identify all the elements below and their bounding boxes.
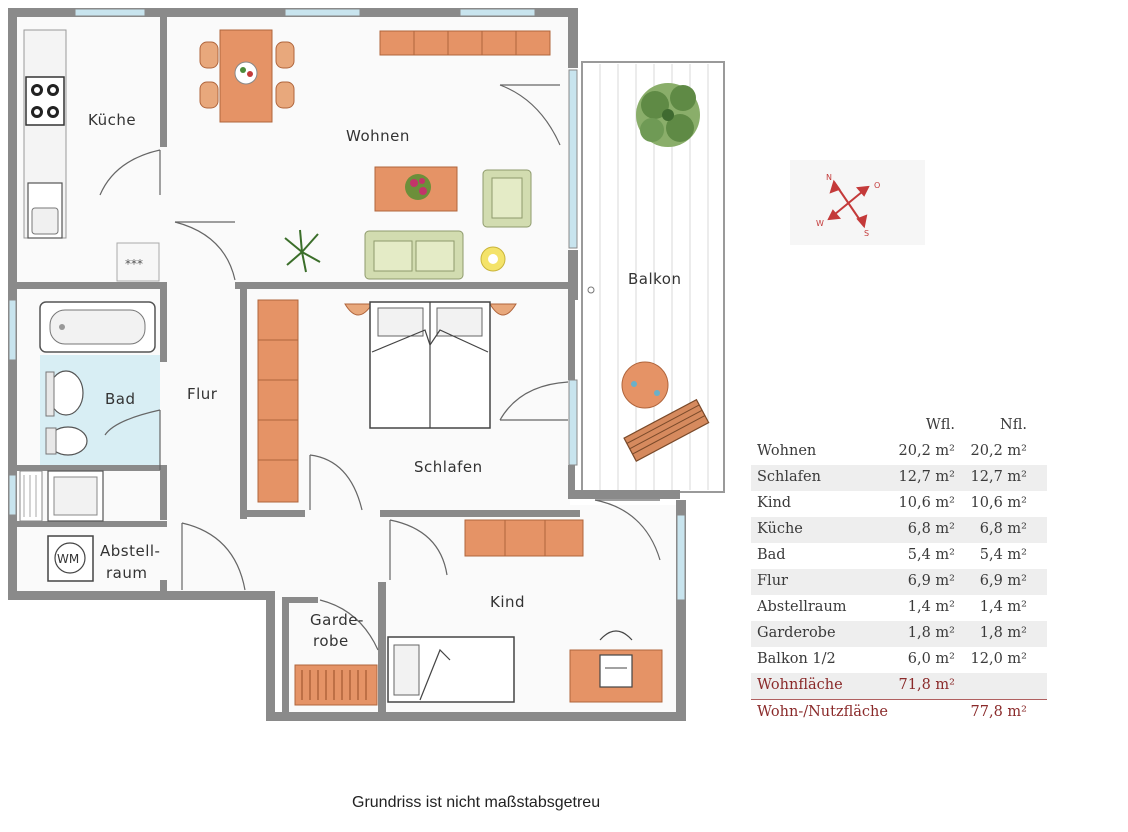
label-abstell-1: Abstell-	[100, 542, 160, 560]
row-name: Küche	[757, 521, 803, 537]
table-row: Küche 6,8 m² 6,8 m²	[751, 517, 1047, 543]
label-wohnen: Wohnen	[346, 127, 410, 145]
room-labels: Küche Wohnen Balkon Bad Flur Schlafen Ab…	[88, 111, 682, 650]
row-wfl: 1,4 m²	[907, 599, 955, 615]
label-bad: Bad	[105, 390, 136, 408]
compass-o: O	[874, 181, 880, 190]
table-row: Abstellraum 1,4 m² 1,4 m²	[751, 595, 1047, 621]
stove	[25, 76, 65, 126]
plant-wohnen	[284, 229, 321, 273]
washing-machine: WM	[47, 535, 94, 582]
row-nfl: 6,8 m²	[979, 521, 1027, 537]
compass: N O S W	[790, 160, 925, 245]
label-abstell-2: raum	[106, 564, 147, 582]
row-name: Schlafen	[757, 469, 821, 485]
floor-plan: ***	[8, 8, 925, 721]
plant-balkon	[636, 83, 700, 147]
wohnflaeche-value: 71,8 m²	[898, 677, 955, 693]
row-wfl: 5,4 m²	[907, 547, 955, 563]
row-wfl: 6,9 m²	[907, 573, 955, 589]
row-nfl: 5,4 m²	[979, 547, 1027, 563]
col-wfl: Wfl.	[925, 417, 955, 433]
shelf-kind	[464, 519, 584, 557]
nutzflaeche-row: Wohn-/Nutzfläche 77,8 m²	[751, 699, 1047, 726]
row-name: Garderobe	[757, 625, 836, 641]
label-flur: Flur	[187, 385, 218, 403]
desk-chair	[599, 654, 633, 688]
compass-n: N	[826, 173, 832, 182]
row-wfl: 6,0 m²	[907, 651, 955, 667]
fruit-bowl	[234, 61, 258, 85]
row-wfl: 20,2 m²	[898, 443, 955, 459]
row-name: Wohnen	[757, 443, 817, 459]
wm-label: WM	[57, 552, 79, 566]
label-balkon: Balkon	[628, 270, 682, 288]
doors	[99, 84, 661, 651]
row-nfl: 20,2 m²	[970, 443, 1027, 459]
wardrobe-schlafen	[257, 299, 299, 503]
balcony-bench	[623, 398, 710, 462]
balcony-table	[621, 361, 669, 409]
balcony-furniture	[587, 286, 710, 462]
row-name: Kind	[757, 495, 792, 511]
row-nfl: 12,0 m²	[970, 651, 1027, 667]
bathroom-fixtures	[19, 301, 156, 522]
row-nfl: 1,8 m²	[979, 625, 1027, 641]
table-row: Kind 10,6 m² 10,6 m²	[751, 491, 1047, 517]
nutzflaeche-label: Wohn-/Nutzfläche	[757, 704, 888, 720]
scale-disclaimer: Grundriss ist nicht maßstabsgetreu	[352, 794, 601, 811]
kids-furniture	[387, 519, 663, 703]
row-nfl: 10,6 m²	[970, 495, 1027, 511]
row-name: Abstellraum	[757, 599, 847, 615]
bedroom-furniture	[257, 299, 517, 503]
row-nfl: 6,9 m²	[979, 573, 1027, 589]
fridge	[116, 242, 160, 282]
compass-s: S	[864, 229, 869, 238]
nutzflaeche-value: 77,8 m²	[970, 704, 1027, 720]
col-nfl: Nfl.	[1000, 417, 1027, 433]
compass-w: W	[816, 219, 824, 228]
area-table: Wfl. Nfl. Wohnen 20,2 m² 20,2 m² Schlafen 1…	[751, 413, 1047, 726]
table-row: Balkon 1/2 6,0 m² 12,0 m²	[751, 647, 1047, 673]
row-wfl: 12,7 m²	[898, 469, 955, 485]
row-wfl: 10,6 m²	[898, 495, 955, 511]
label-kueche: Küche	[88, 111, 136, 129]
row-name: Bad	[757, 547, 786, 563]
wohnflaeche-row: Wohnfläche 71,8 m²	[751, 673, 1047, 699]
table-header: Wfl. Nfl.	[751, 413, 1047, 439]
sideboard-wohnen	[379, 30, 551, 56]
row-name: Flur	[757, 573, 788, 589]
label-kind: Kind	[490, 593, 525, 611]
table-row: Garderobe 1,8 m² 1,8 m²	[751, 621, 1047, 647]
label-garde-2: robe	[313, 632, 349, 650]
living-furniture	[364, 166, 532, 280]
row-name: Balkon 1/2	[757, 651, 836, 667]
windows	[8, 8, 686, 601]
fridge-stars: ***	[125, 257, 143, 271]
garderobe-rack	[294, 664, 378, 706]
label-schlafen: Schlafen	[414, 458, 483, 476]
wohnflaeche-label: Wohnfläche	[757, 677, 843, 693]
row-nfl: 1,4 m²	[979, 599, 1027, 615]
kitchen-furniture: ***	[23, 29, 160, 282]
table-row: Flur 6,9 m² 6,9 m²	[751, 569, 1047, 595]
table-row: Bad 5,4 m² 5,4 m²	[751, 543, 1047, 569]
table-row: Wohnen 20,2 m² 20,2 m²	[751, 439, 1047, 465]
row-nfl: 12,7 m²	[970, 469, 1027, 485]
table-row: Schlafen 12,7 m² 12,7 m²	[751, 465, 1047, 491]
label-garde-1: Garde-	[310, 611, 364, 629]
row-wfl: 6,8 m²	[907, 521, 955, 537]
dining-set	[199, 29, 295, 123]
row-wfl: 1,8 m²	[907, 625, 955, 641]
